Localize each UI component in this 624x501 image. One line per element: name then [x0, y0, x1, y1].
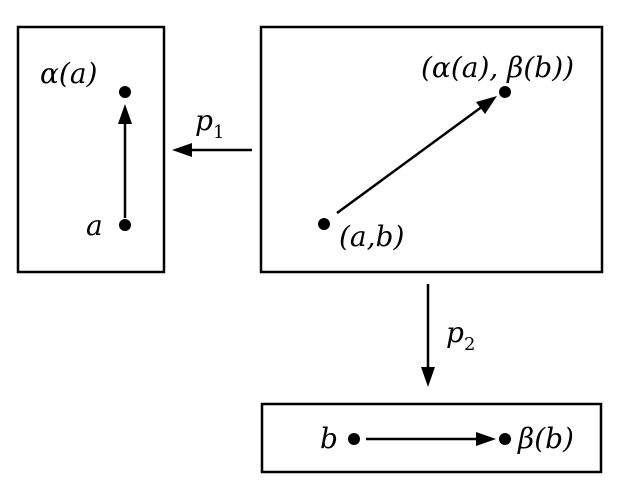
bottom-factor-box: b β(b)	[260, 402, 603, 474]
alpha-arrow-head	[118, 104, 132, 124]
p1-label: p1	[195, 104, 224, 143]
a-point	[119, 219, 131, 231]
product-arrow-head	[476, 96, 497, 114]
beta-b-label: β(b)	[517, 422, 574, 455]
product-space-box: (α(a), β(b)) (a,b)	[259, 25, 604, 274]
p2-label: p2	[446, 316, 475, 355]
alpha-a-point	[119, 86, 131, 98]
left-box-frame	[16, 25, 166, 274]
ab-label: (a,b)	[339, 220, 404, 253]
p1-projection: p1	[172, 104, 252, 157]
b-point	[348, 433, 360, 445]
alpha-beta-pair-label: (α(a), β(b))	[421, 51, 574, 84]
p2-arrow-head	[421, 367, 435, 387]
beta-b-point	[499, 433, 511, 445]
p2-subscript: 2	[464, 334, 475, 355]
p2-symbol: p	[446, 316, 464, 349]
p1-arrow-head	[172, 143, 192, 157]
p2-projection: p2	[421, 284, 475, 387]
product-box-frame	[259, 25, 604, 274]
product-arrow-shaft	[336, 104, 484, 215]
p1-symbol: p	[195, 104, 213, 137]
left-factor-box: α(a) a	[16, 25, 166, 274]
b-label: b	[320, 422, 338, 455]
alpha-a-label: α(a)	[40, 57, 97, 90]
alpha-beta-pair-point	[499, 86, 511, 98]
p1-subscript: 1	[213, 122, 224, 143]
bottom-box-frame	[260, 402, 603, 474]
ab-point	[318, 218, 330, 230]
a-label: a	[86, 209, 103, 242]
beta-arrow-head	[476, 432, 496, 446]
